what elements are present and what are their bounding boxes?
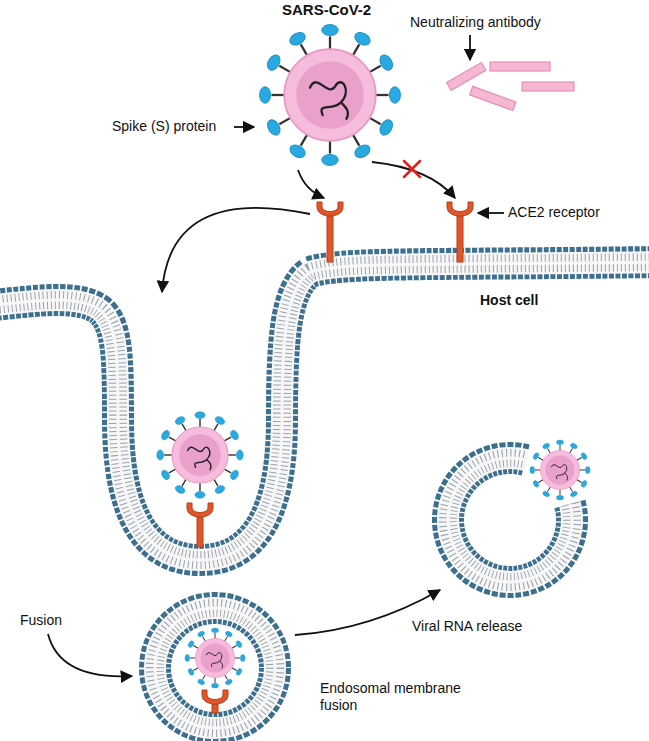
virus-particle [260,25,401,166]
part-label: Neutralizing antibody [410,14,541,31]
block-cross [404,161,420,177]
step-label: Endosomal membrane fusion [320,680,480,714]
leader-arrow [469,35,471,60]
ace2-receptor [447,202,473,262]
binding-arrow [298,170,324,198]
virus-particle [530,440,590,500]
ace2-receptor [187,503,213,547]
part-label: ACE2 receptor [508,204,600,221]
endosome-membrane [155,608,275,728]
fusion-arrow [48,634,132,676]
virus-particle [185,628,245,688]
leader-arrow [478,212,504,214]
virus-particle [157,412,243,498]
ace2-receptor [202,690,228,713]
step-label: Viral RNA release [412,618,522,635]
virus-name: SARS-CoV-2 [282,1,371,18]
step-label: Fusion [20,612,62,629]
region-label: Host cell [480,292,538,309]
antibody [447,62,574,111]
part-label: Spike (S) protein [112,118,216,135]
leader-arrow [234,126,254,128]
blocked-arrow [372,162,455,198]
cell-membrane [0,262,649,560]
arrow [48,35,504,676]
ace2-receptor [317,202,343,262]
entry-arrow [162,208,310,292]
